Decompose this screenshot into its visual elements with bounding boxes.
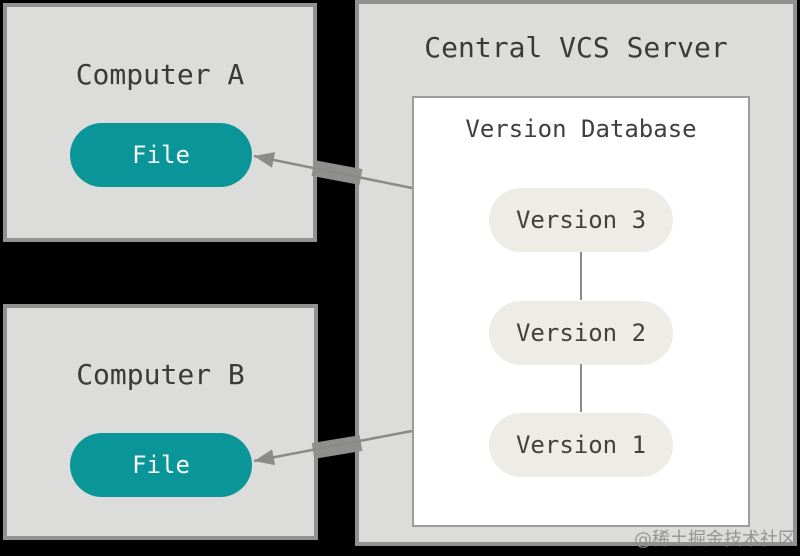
gap-bridge-to-computer-a	[311, 160, 363, 185]
version-1-pill: Version 1	[489, 413, 673, 477]
computer-b-title: Computer B	[76, 358, 245, 391]
computer-b-file-label: File	[132, 451, 190, 479]
gap-bridge-to-computer-b	[311, 435, 363, 459]
version-3-pill: Version 3	[489, 188, 673, 252]
version-database-box: Version Database Version 3 Version 2 Ver…	[412, 96, 750, 527]
computer-b-file-pill: File	[70, 433, 252, 497]
version-2-pill: Version 2	[489, 301, 673, 365]
version-1-label: Version 1	[515, 431, 647, 459]
computer-a-title: Computer A	[75, 58, 245, 91]
version-database-title: Version Database	[465, 115, 697, 143]
computer-a-box: Computer A File	[3, 3, 317, 242]
computer-b-box: Computer B File	[3, 304, 318, 540]
version-3-label: Version 3	[515, 206, 647, 234]
version-2-label: Version 2	[515, 319, 647, 347]
watermark: @稀土掘金技术社区	[634, 529, 796, 550]
computer-a-file-label: File	[132, 141, 190, 169]
central-vcs-server-title: Central VCS Server	[424, 31, 728, 64]
computer-a-file-pill: File	[70, 123, 252, 187]
